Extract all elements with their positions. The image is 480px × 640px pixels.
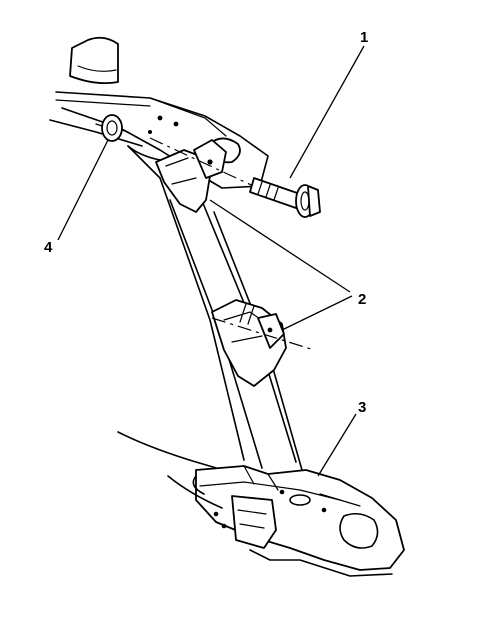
lower-mounting-bracket (211, 299, 315, 387)
leader-line-1 (289, 45, 365, 179)
leader-line-2-lower (281, 295, 353, 331)
leader-line-2-upper (209, 199, 351, 293)
callout-3: 3 (358, 399, 366, 416)
callout-4: 4 (44, 239, 53, 256)
leader-lines (57, 45, 365, 477)
lower-frame-rail (117, 431, 405, 577)
leader-line-4 (57, 139, 109, 241)
leader-line-3 (317, 413, 357, 477)
callout-2: 2 (358, 291, 366, 308)
callout-1: 1 (360, 29, 368, 46)
bolt (149, 137, 321, 218)
upper-mounting-bracket (155, 139, 227, 213)
bushing (95, 114, 129, 142)
